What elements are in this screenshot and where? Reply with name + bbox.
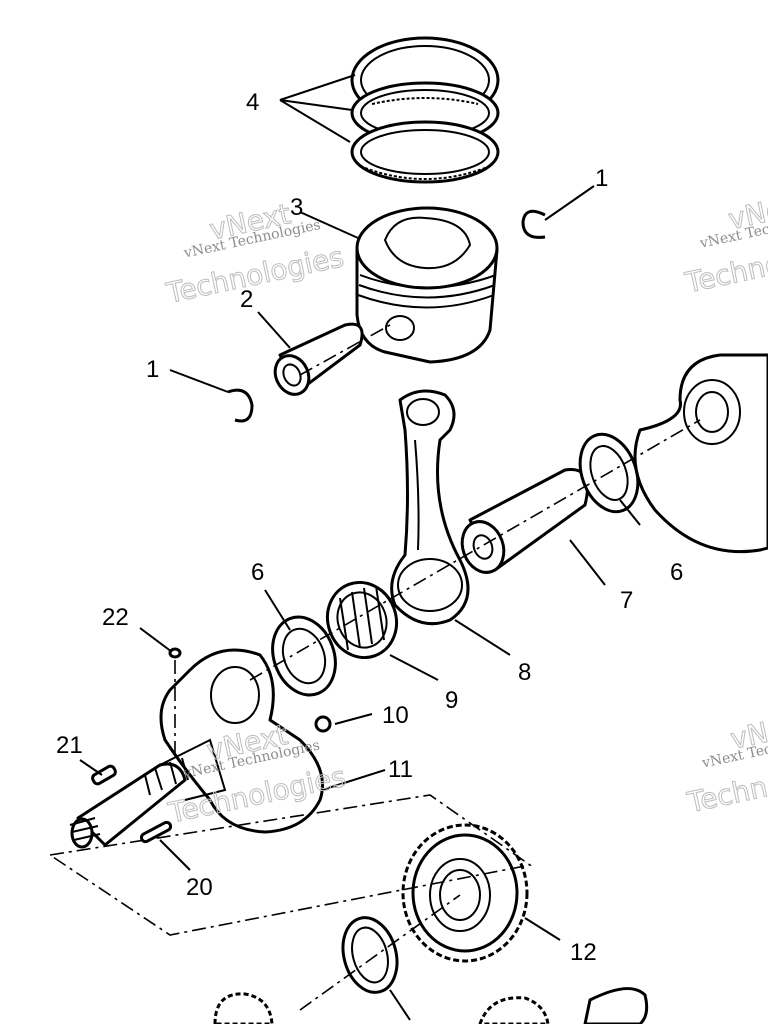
washer-lower (341, 916, 399, 994)
crank-web-right (633, 353, 768, 554)
thrust-washer-left (271, 615, 337, 697)
piston (355, 206, 499, 364)
callout-12: 12 (570, 939, 597, 966)
callout-9: 9 (445, 687, 458, 714)
callout-4: 4 (246, 89, 259, 116)
axis-gear (299, 894, 461, 1011)
key-21 (91, 764, 117, 786)
pin-20 (139, 820, 173, 844)
ball-10 (314, 715, 332, 733)
crank-pin (460, 467, 589, 574)
callout-6-right: 6 (670, 559, 683, 586)
callout-1-upper: 1 (595, 165, 608, 192)
circlip-upper (521, 209, 546, 239)
gear-bottom-left (213, 992, 274, 1024)
callout-2: 2 (240, 286, 253, 313)
watermark-upper-right: vNext vNext Technologies Technologies (681, 186, 768, 300)
leader-lines (79, 74, 641, 1021)
key-22 (168, 647, 182, 659)
callout-6-left: 6 (251, 559, 264, 586)
callout-10: 10 (382, 702, 409, 729)
gear (401, 823, 529, 963)
callout-1-lower: 1 (146, 356, 159, 383)
piston-rings (350, 36, 500, 184)
callout-8: 8 (518, 659, 531, 686)
needle-bearing (326, 580, 398, 660)
axis-piston (299, 324, 391, 376)
piston-pin (273, 322, 364, 396)
watermark-upper-left: vNext vNext Technologies Technologies (162, 197, 347, 311)
callout-22: 22 (102, 604, 129, 631)
callout-20: 20 (186, 874, 213, 901)
gear-bottom-right (478, 987, 649, 1024)
callout-21: 21 (56, 732, 83, 759)
watermark-lower-right: vNext vNext Technologies Technologies (683, 706, 768, 820)
callout-11: 11 (388, 756, 413, 783)
axis-crank (249, 419, 701, 681)
circlip-lower (227, 388, 254, 423)
crankshaft-left (69, 648, 324, 849)
connecting-rod (390, 389, 470, 626)
assembly-boundary (47, 794, 533, 936)
callout-7: 7 (620, 587, 633, 614)
callout-3: 3 (290, 194, 303, 221)
